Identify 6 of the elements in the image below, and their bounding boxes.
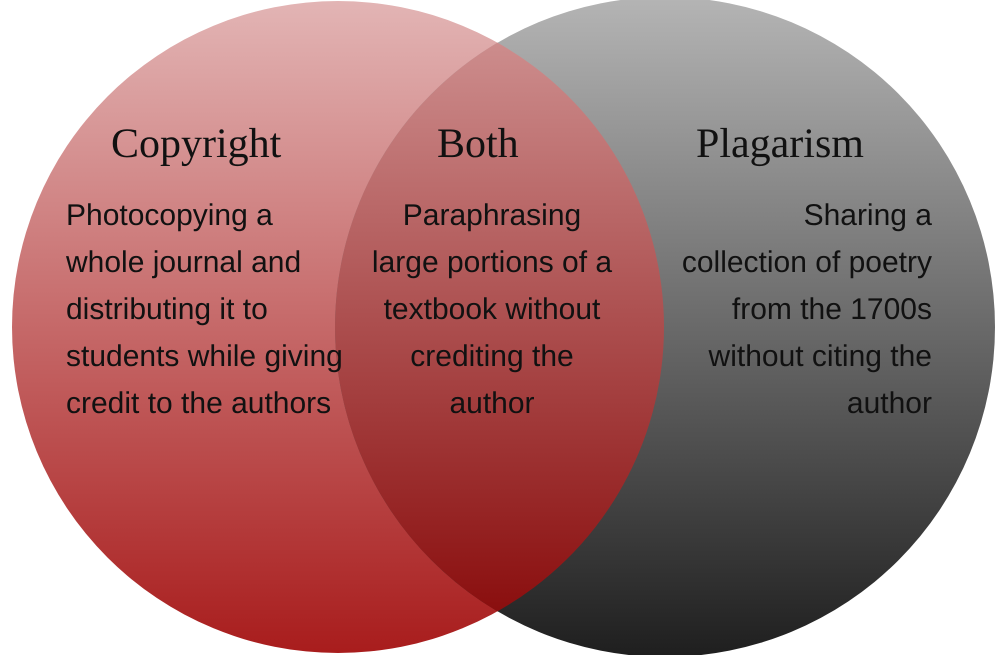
circle-heading: Plagarism [696,120,864,168]
example-text: Photocopying a whole journal and distributing it to students while giving credit to the authors [66,198,344,422]
example-text: Paraphrasing large portions of a textbook without crediting the author [370,198,614,422]
example-text: Sharing a collection of poetry from the 1700s without citing the author [680,198,932,422]
circle-heading: Copyright [111,120,282,168]
circle-heading: Both [437,120,519,168]
